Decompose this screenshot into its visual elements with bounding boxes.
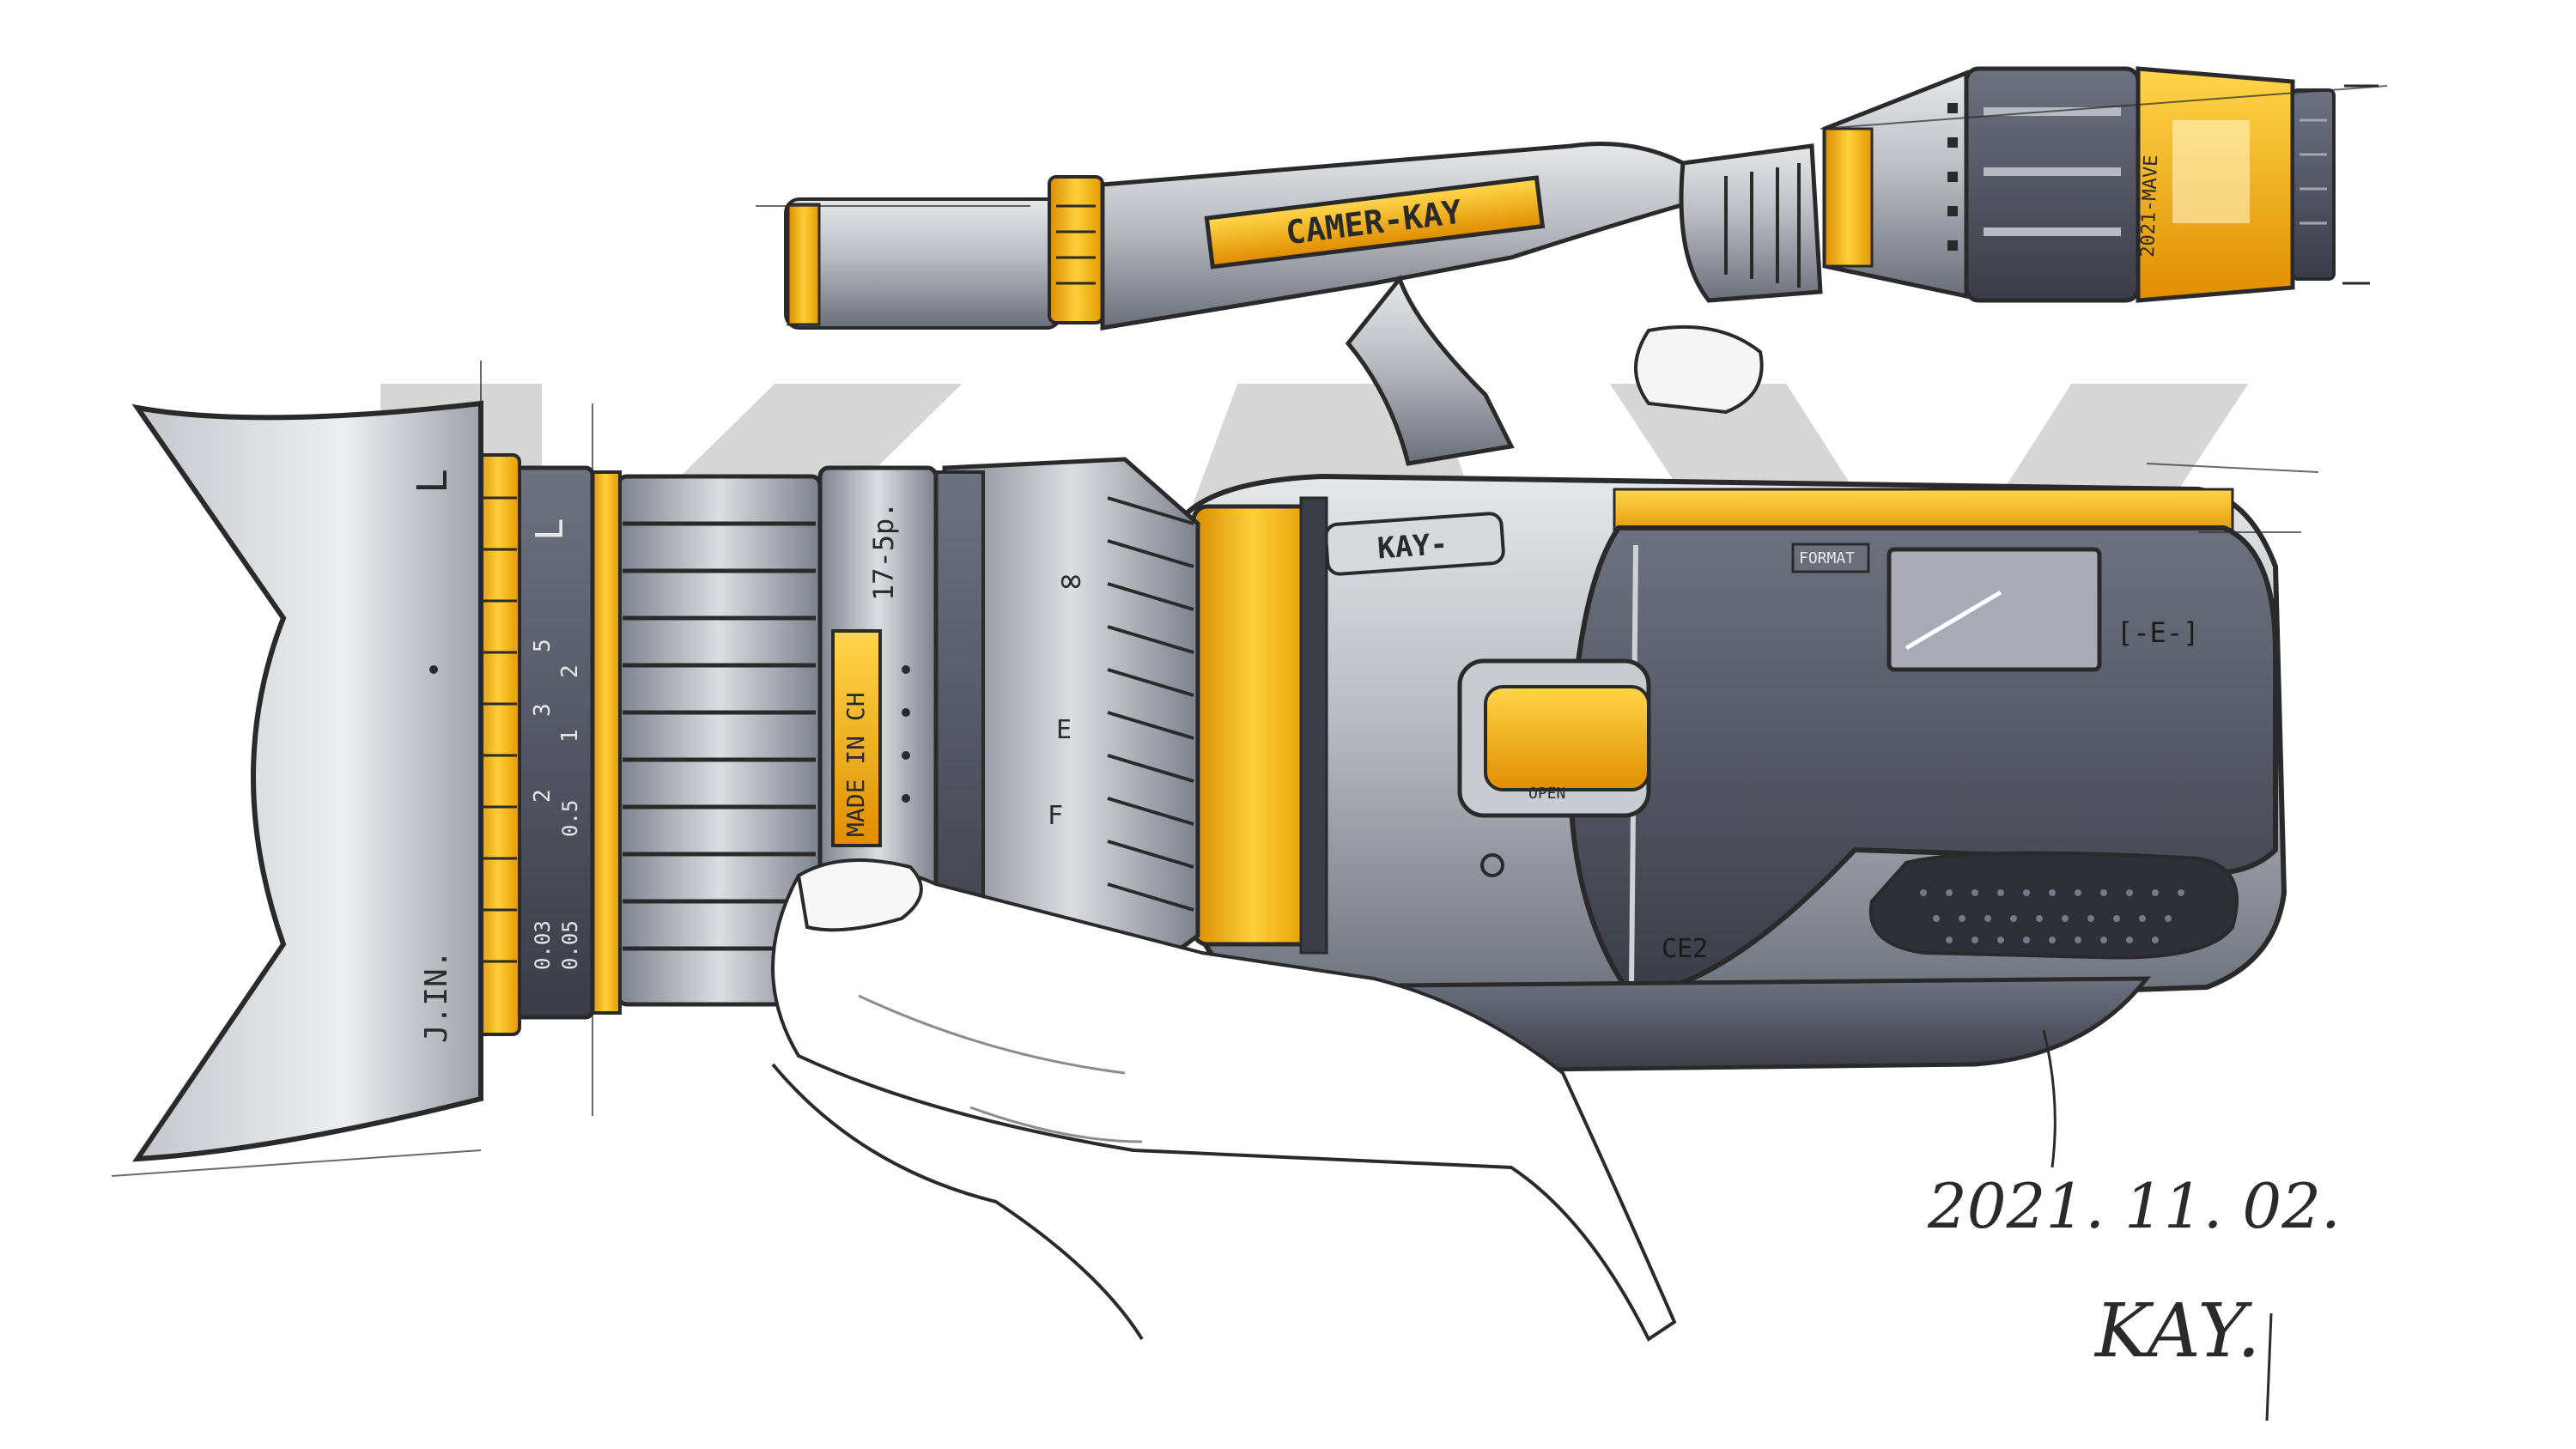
hood-right-label: L xyxy=(409,469,457,494)
top-handle: CAMER-KAY xyxy=(784,142,1823,466)
lens-yellow-ring xyxy=(589,470,622,1015)
open-label: OPEN xyxy=(1528,785,1565,803)
power-icon[interactable] xyxy=(1480,853,1504,877)
handle-rear-cap xyxy=(787,203,821,326)
scale-a-0: 0.03 xyxy=(531,920,555,970)
microphone: 2021-MAVE xyxy=(1822,66,2379,303)
handle-finger xyxy=(1634,324,1764,415)
screen-icon-label: [-E-] xyxy=(2117,616,2199,649)
mic-end-grille xyxy=(2291,88,2336,281)
body-brand-label: KAY- xyxy=(1376,527,1449,567)
scale-a-1: 2 xyxy=(530,789,556,803)
scale-a-2: 3 xyxy=(530,703,556,717)
scale-b-2: 1 xyxy=(557,729,583,743)
scale-b-3: 2 xyxy=(557,664,583,678)
lcd-screen-icon xyxy=(1886,547,2102,672)
hood-left-label: J.IN. xyxy=(419,950,454,1043)
hand-wrist xyxy=(771,1063,1144,1341)
format-label: FORMAT xyxy=(1799,549,1855,567)
scale-a-3: 5 xyxy=(530,639,556,652)
handle-grip xyxy=(1345,274,1515,466)
handle-rear-rod xyxy=(784,197,1062,330)
holding-hand xyxy=(771,858,2057,1342)
format-button[interactable] xyxy=(1791,543,1870,573)
signature-date: 2021. 11. 02. xyxy=(1927,1170,2341,1242)
made-in-plate xyxy=(831,629,882,847)
made-in-label: MADE IN CH xyxy=(841,692,870,837)
construction-lines xyxy=(111,85,2388,1177)
lens-hood xyxy=(131,400,483,1162)
cert-marks-label: CE2 xyxy=(1662,934,1708,964)
mic-year-label: 2021-MAVE xyxy=(2137,155,2162,258)
focus-mark-1: E xyxy=(1056,715,1072,745)
mic-yellow-cap xyxy=(1823,127,1874,268)
scale-b-0: 0.05 xyxy=(558,920,582,970)
mic-body xyxy=(1964,66,2141,303)
hand-palm xyxy=(771,863,1677,1342)
hand-thumb xyxy=(796,858,923,932)
focus-mark-2: F xyxy=(1048,801,1063,831)
lens-collar-yellow xyxy=(1191,504,1316,947)
focus-inf-label: ∞ xyxy=(1060,561,1081,601)
signature-name: KAY. xyxy=(2093,1288,2260,1374)
speaker-grille-icon xyxy=(1868,851,2239,960)
zoom-spec-label: 17-5p. xyxy=(867,501,900,601)
handle-knurl-band xyxy=(1048,175,1104,324)
scale-b-1: 0.5 xyxy=(558,800,582,837)
ring-l-label: L xyxy=(528,518,572,542)
